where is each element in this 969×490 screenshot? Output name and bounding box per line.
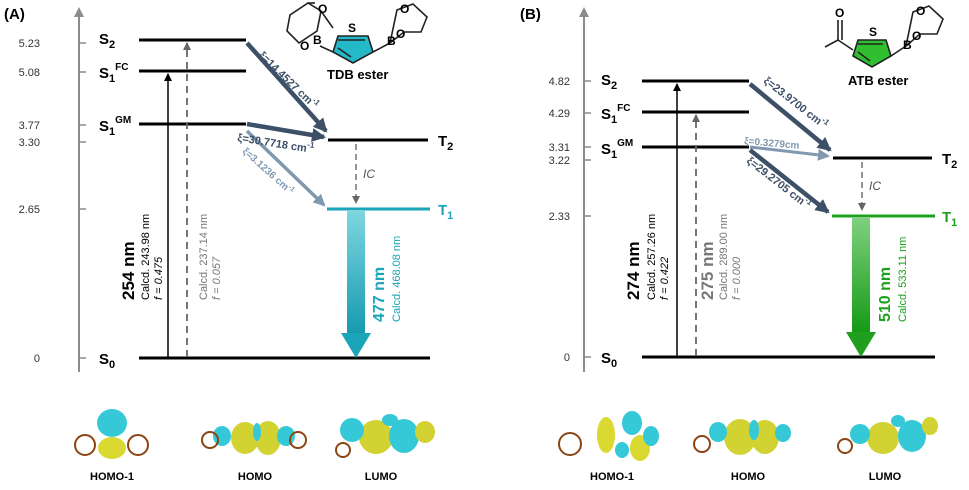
orbital-label: HOMO xyxy=(238,471,273,483)
orbital-label: LUMO xyxy=(365,471,398,483)
orbital-label: LUMO xyxy=(869,471,902,483)
y-tick-label: 3.30 xyxy=(19,137,40,149)
s2-label: S2 xyxy=(99,31,115,51)
atom-label-o: O xyxy=(912,29,921,43)
atom-label-o: O xyxy=(916,4,925,18)
s2-label: S2 xyxy=(601,72,617,92)
isc-arrow xyxy=(246,121,326,142)
emission-arrowhead xyxy=(341,333,371,358)
thiophene-boronate-structure-icon xyxy=(286,2,428,64)
panel-b: (B) 4.82 4.29 3.31 3.22 2.33 0 S2 S1FC S… xyxy=(520,4,957,483)
atom-label-o: O xyxy=(400,2,409,16)
absorption-wavelength-dashed: 275 nm xyxy=(698,241,717,300)
isc-label: ξ=14.4527 cm-1 xyxy=(256,47,322,112)
y-tick-label: 3.77 xyxy=(19,120,40,132)
absorption-oscillator-dashed: f = 0.000 xyxy=(731,256,743,300)
molecular-orbital-isosurface-icon xyxy=(74,409,149,459)
absorption-calc-dashed: Calcd. 289.00 nm xyxy=(718,214,730,300)
y-tick-label: 2.33 xyxy=(549,211,570,223)
atom-label-b: B xyxy=(313,33,322,47)
molecule-name: TDB ester xyxy=(327,67,388,82)
atom-label-b: B xyxy=(387,34,396,48)
thiophene-boronate-structure-icon xyxy=(824,5,944,68)
absorption-wavelength: 274 nm xyxy=(624,241,643,300)
atom-label-o: O xyxy=(318,2,327,16)
emission-calc: Calcd. 468.08 nm xyxy=(391,236,403,322)
y-tick-label: 4.82 xyxy=(549,76,570,88)
absorption-calc: Calcd. 257.26 nm xyxy=(646,214,658,300)
s0-label: S0 xyxy=(99,351,115,371)
y-tick-label: 3.31 xyxy=(549,142,570,154)
ic-label: IC xyxy=(869,179,881,193)
absorption-oscillator: f = 0.475 xyxy=(153,256,165,300)
s1fc-label: S1FC xyxy=(601,103,630,126)
t2-label: T2 xyxy=(438,133,453,153)
t2-label: T2 xyxy=(942,151,957,171)
emission-calc: Calcd. 533.11 nm xyxy=(897,237,909,322)
molecular-orbital-isosurface-icon xyxy=(201,421,307,455)
s1gm-label: S1GM xyxy=(99,115,131,138)
atom-label-o: O xyxy=(300,39,309,53)
atom-label-s: S xyxy=(348,21,356,35)
orbital-label: HOMO-1 xyxy=(590,471,634,483)
absorption-calc-dashed: Calcd. 237.14 nm xyxy=(198,214,210,300)
isc-arrow xyxy=(245,129,326,207)
molecular-orbital-isosurface-icon xyxy=(693,419,791,455)
emission-arrow xyxy=(347,211,365,333)
molecular-orbital-isosurface-icon xyxy=(837,415,938,454)
y-tick-label: 5.08 xyxy=(19,67,40,79)
s1fc-label: S1FC xyxy=(99,62,128,85)
panel-a: (A) 5.23 5.08 3.77 3.30 2.65 0 S2 xyxy=(4,2,453,483)
y-tick-label: 2.65 xyxy=(19,204,40,216)
y-tick-label: 3.22 xyxy=(549,155,570,167)
orbital-label: HOMO-1 xyxy=(90,471,134,483)
s0-label: S0 xyxy=(601,350,617,370)
s1gm-label: S1GM xyxy=(601,138,633,161)
panel-b-label: (B) xyxy=(520,6,541,23)
molecule-name: ATB ester xyxy=(848,73,908,88)
isc-label: ξ=0.3279cm xyxy=(744,136,800,152)
absorption-oscillator-dashed: f = 0.057 xyxy=(211,256,223,300)
isc-arrow xyxy=(748,148,830,214)
absorption-wavelength: 254 nm xyxy=(119,241,138,300)
y-tick-label: 4.29 xyxy=(549,108,570,120)
y-tick-label: 0 xyxy=(564,352,570,364)
y-tick-label: 5.23 xyxy=(19,38,40,50)
atom-label-b: B xyxy=(903,38,912,52)
y-tick-label: 0 xyxy=(34,353,40,365)
isc-label: ξ=29.2705 cm-1 xyxy=(744,153,814,213)
panel-a-label: (A) xyxy=(4,6,25,23)
emission-wavelength: 510 nm xyxy=(877,267,894,322)
t1-label: T1 xyxy=(438,202,453,222)
orbital-label: HOMO xyxy=(731,471,766,483)
molecular-orbital-isosurface-icon xyxy=(335,414,435,458)
emission-wavelength: 477 nm xyxy=(371,267,388,322)
molecular-orbital-isosurface-icon xyxy=(558,411,659,461)
isc-arrow xyxy=(245,41,328,133)
emission-arrowhead xyxy=(846,332,876,357)
t1-label: T1 xyxy=(942,209,957,229)
emission-arrow xyxy=(852,218,870,332)
isc-arrow xyxy=(749,145,830,161)
atom-label-s: S xyxy=(869,25,877,39)
atom-label-o: O xyxy=(835,6,844,20)
ic-label: IC xyxy=(363,167,375,181)
atom-label-o: O xyxy=(396,27,405,41)
absorption-calc: Calcd. 243.98 nm xyxy=(140,214,152,300)
absorption-oscillator: f = 0.422 xyxy=(659,257,671,300)
isc-arrow xyxy=(748,82,832,152)
